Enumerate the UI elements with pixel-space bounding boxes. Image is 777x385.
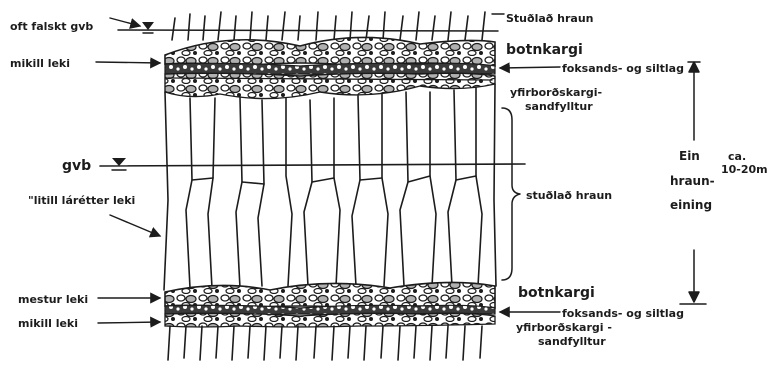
columnar-lava-brace — [502, 108, 520, 280]
label-yfirbord-top: yfirborðskargi- — [510, 86, 602, 99]
label-mikill-leki-bottom: mikill leki — [18, 317, 78, 330]
label-gvb: gvb — [62, 158, 91, 174]
columnar-lava — [164, 84, 496, 290]
left-arrows — [96, 62, 160, 323]
upper-rubble-band — [165, 37, 495, 66]
false-water-table — [110, 18, 498, 33]
label-mestur-leki: mestur leki — [18, 293, 88, 306]
label-yfirbord-bottom: yfirborðskargi - — [516, 321, 612, 334]
right-arrows — [492, 14, 560, 312]
bottom-vertical-lines — [168, 326, 482, 360]
water-table — [100, 158, 525, 170]
upper-sand-filled-layer — [165, 73, 495, 98]
label-botnkargi-top: botnkargi — [506, 42, 583, 58]
label-foksands-top: foksands- og siltlag — [562, 62, 684, 75]
label-ein: Ein — [679, 149, 700, 163]
lower-crust-layers — [165, 282, 495, 327]
label-oft-falskt-gvb: oft falskt gvb — [10, 20, 93, 33]
lower-rubble-band — [165, 282, 495, 308]
label-studlad-hraun-mid: stuðlað hraun — [526, 189, 612, 202]
label-studlad-hraun-top: Stuðlað hraun — [506, 12, 594, 25]
label-litill-larettur: "litill lárétter leki — [28, 194, 135, 207]
label-sandfyllt-top: sandfylltur — [525, 100, 593, 113]
label-foksands-bottom: foksands- og siltlag — [562, 307, 684, 320]
label-botnkargi-bottom: botnkargi — [518, 285, 595, 301]
lower-sand-filled-layer — [165, 313, 495, 327]
label-eining: eining — [670, 198, 712, 212]
top-vertical-lines — [172, 12, 485, 40]
label-hraun: hraun- — [670, 174, 715, 188]
label-thickness: 10-20m — [721, 163, 768, 176]
label-ca: ca. — [728, 150, 746, 163]
label-mikill-leki-top: mikill leki — [10, 57, 70, 70]
label-sandfyllt-bottom: sandfylltur — [538, 335, 606, 348]
upper-crust-layers — [165, 37, 495, 98]
